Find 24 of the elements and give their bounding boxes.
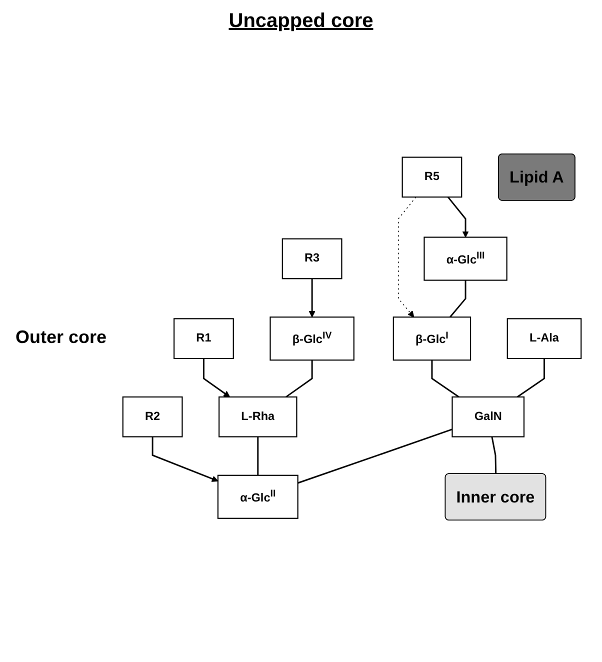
node-box: β-Glc$^{I}$ (392, 316, 471, 361)
group-label: Outer core (15, 326, 107, 348)
node-box: R2 (122, 396, 182, 438)
connector (256, 436, 258, 476)
node-box: GalN (451, 396, 524, 438)
node-box: R5 (401, 156, 462, 198)
connector (430, 360, 459, 398)
connector (297, 428, 452, 484)
connector (448, 280, 466, 318)
connector (490, 436, 496, 474)
node-box: L-Ala (506, 318, 582, 360)
connector (516, 358, 544, 398)
diagram-title: Uncapped core (228, 10, 374, 33)
node-box: R3 (281, 238, 342, 280)
node-box: α-Glc$^{III}$ (423, 236, 507, 281)
node-box: R1 (173, 318, 234, 360)
node-box: α-Glc$^{II}$ (216, 474, 298, 519)
connector (285, 360, 312, 398)
arrow (202, 358, 230, 398)
arrow (151, 436, 218, 482)
arrow (308, 278, 315, 318)
node-box: L-Rha (218, 396, 297, 438)
node-box: β-Glc$^{IV}$ (269, 316, 354, 361)
arrow (446, 196, 468, 238)
